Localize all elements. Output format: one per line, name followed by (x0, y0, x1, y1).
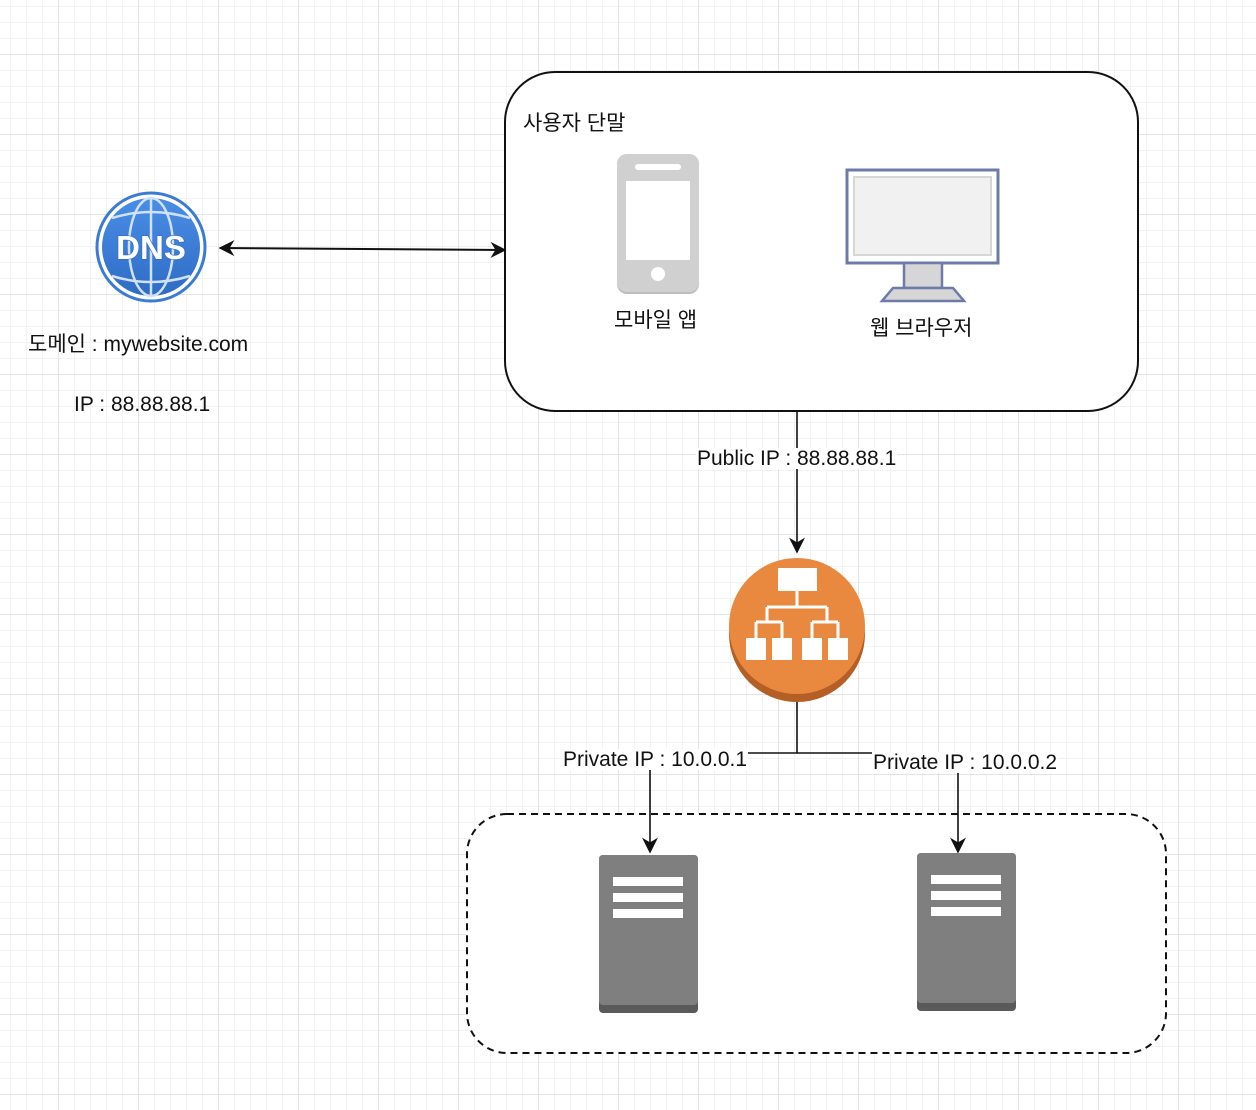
server-1-icon[interactable] (599, 855, 698, 1013)
private-ip-1-label: Private IP : 10.0.0.1 (562, 748, 749, 771)
mobile-phone-icon[interactable] (617, 154, 699, 294)
monitor-icon[interactable] (845, 168, 1000, 303)
public-ip-label: Public IP : 88.88.88.1 (696, 447, 898, 470)
private-ip-2-label: Private IP : 10.0.0.2 (872, 751, 1059, 774)
dns-to-devices-edge[interactable] (218, 240, 507, 258)
web-browser-label: 웹 브라우저 (870, 317, 973, 340)
dns-icon[interactable]: DNS (95, 191, 207, 303)
dns-ip-label: IP : 88.88.88.1 (74, 393, 211, 416)
user-devices-title: 사용자 단말 (523, 112, 626, 135)
load-balancer-icon[interactable] (729, 558, 865, 702)
dns-domain-label: 도메인 : mywebsite.com (28, 333, 249, 356)
server-group[interactable] (466, 813, 1167, 1054)
server-2-icon[interactable] (917, 853, 1016, 1011)
globe-icon (111, 196, 191, 298)
mobile-app-label: 모바일 앱 (614, 309, 698, 332)
dns-icon-text: DNS (116, 229, 186, 266)
